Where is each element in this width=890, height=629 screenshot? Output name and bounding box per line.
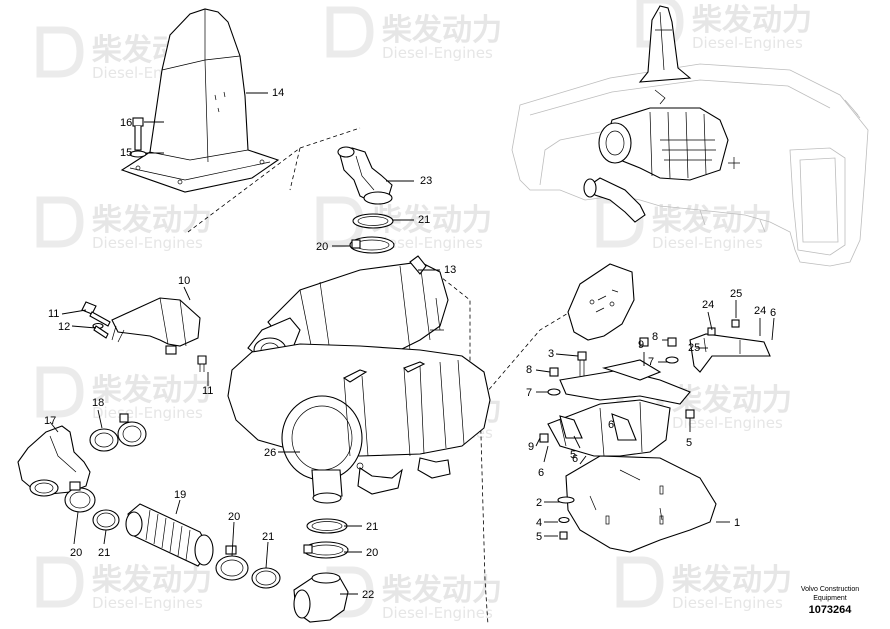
footer-block: Volvo Construction Equipment 1073264 [801,586,859,616]
watermark-logo-icon [36,26,84,78]
callout-number: 7 [526,387,532,399]
watermark-brand-cn: 柴发动力 [382,573,502,608]
watermark-brand-cn: 柴发动力 [672,563,792,598]
watermark-brand-en: Diesel-Engines [382,44,493,62]
callout-number: 13 [444,264,456,276]
support-frame-part [547,333,771,457]
clamp-part [349,236,395,254]
watermark-logo-icon [326,6,374,58]
callout-number: 20 [70,547,82,559]
watermark-logo-icon [616,556,664,608]
callout-number: 26 [264,447,276,459]
callout-number: 8 [652,331,658,343]
callout-number: 21 [262,531,274,543]
watermark-brand-en: Diesel-Engines [692,34,803,52]
watermark-logo-icon [326,566,374,618]
watermark-brand-en: Diesel-Engines [92,234,203,252]
watermark-layer: 柴发动力Diesel-Engines柴发动力Diesel-Engines柴发动力… [36,0,812,622]
bolt-part [81,301,111,339]
watermark-logo-icon [36,366,84,418]
callout-number: 15 [120,147,132,159]
machine-hood-context [511,5,869,267]
callout-number: 1 [734,517,740,529]
watermark-brand-cn: 柴发动力 [92,373,212,408]
callout-number: 19 [174,489,186,501]
callout-number: 8 [526,364,532,376]
callout-number: 9 [528,441,534,453]
callout-number: 11 [202,385,213,397]
clamp-part [64,481,96,513]
callout-number: 6 [608,419,614,431]
callout-number: 4 [536,517,542,529]
callout-number: 2 [536,497,542,509]
drawing-number: 1073264 [809,604,853,616]
flex-pipe-part [125,503,214,567]
watermark-brand-en: Diesel-Engines [652,234,763,252]
callout-number: 3 [548,348,554,360]
mounting-bracket-part [567,263,635,341]
callout-number: 24 [754,305,766,317]
callout-number: 18 [92,397,104,409]
watermark-logo-icon [36,196,84,248]
callout-number: 16 [120,117,132,129]
clamp-part [89,413,147,452]
watermark-brand-cn: 柴发动力 [92,563,212,598]
bolt-part [539,319,740,540]
watermark-brand-cn: 柴发动力 [652,203,772,238]
watermark-brand-cn: 柴发动力 [382,13,502,48]
exhaust-stack-part [120,8,280,193]
bolt-part [197,355,207,372]
watermark-brand-en: Diesel-Engines [92,404,203,422]
watermark-brand-en: Diesel-Engines [672,414,783,432]
callout-number: 11 [48,308,59,320]
footer-company-line1: Volvo Construction [801,586,859,593]
callout-number: 20 [366,547,378,559]
callout-number: 6 [572,453,578,465]
callout-number: 5 [686,437,692,449]
footer-company-line2: Equipment [813,595,847,602]
callout-number: 25 [730,288,742,300]
callout-number: 24 [702,299,714,311]
callout-number: 23 [420,175,432,187]
seal-ring-part [92,509,120,531]
watermark-brand-en: Diesel-Engines [382,604,493,622]
seal-ring-part [251,567,281,589]
seal-ring-part [306,518,348,534]
callout-number: 25 [688,342,700,354]
seal-ring-part [352,213,394,229]
callout-number: 7 [648,356,654,368]
callout-number: 12 [58,321,70,333]
callout-number: 20 [316,241,328,253]
callout-number: 20 [228,511,240,523]
callout-number: 10 [178,275,190,287]
watermark-brand-en: Diesel-Engines [672,594,783,612]
bolt-part [129,117,147,158]
callout-number: 5 [536,531,542,543]
callout-number: 9 [638,339,644,351]
cover-plate-part [565,455,717,553]
watermark-brand-cn: 柴发动力 [92,203,212,238]
watermark-brand-cn: 柴发动力 [692,3,812,38]
callout-number: 21 [98,547,110,559]
callout-number: 22 [362,589,374,601]
callout-number: 5 [570,449,576,461]
callout-number: 6 [770,307,776,319]
heat-shield-part [111,297,201,355]
elbow-pipe-part [337,146,393,205]
aftertreatment-unit-part [227,255,491,504]
callout-number: 14 [272,87,284,99]
callout-number: 21 [366,521,378,533]
leader-lines [49,92,775,595]
watermark-brand-en: Diesel-Engines [372,234,483,252]
watermark-brand-en: Diesel-Engines [92,594,203,612]
elbow-pipe-part [293,572,349,623]
callout-number: 6 [538,467,544,479]
clamp-part [303,541,349,559]
watermark-logo-icon [36,556,84,608]
callout-number: 21 [418,214,430,226]
callout-number: 17 [44,415,56,427]
